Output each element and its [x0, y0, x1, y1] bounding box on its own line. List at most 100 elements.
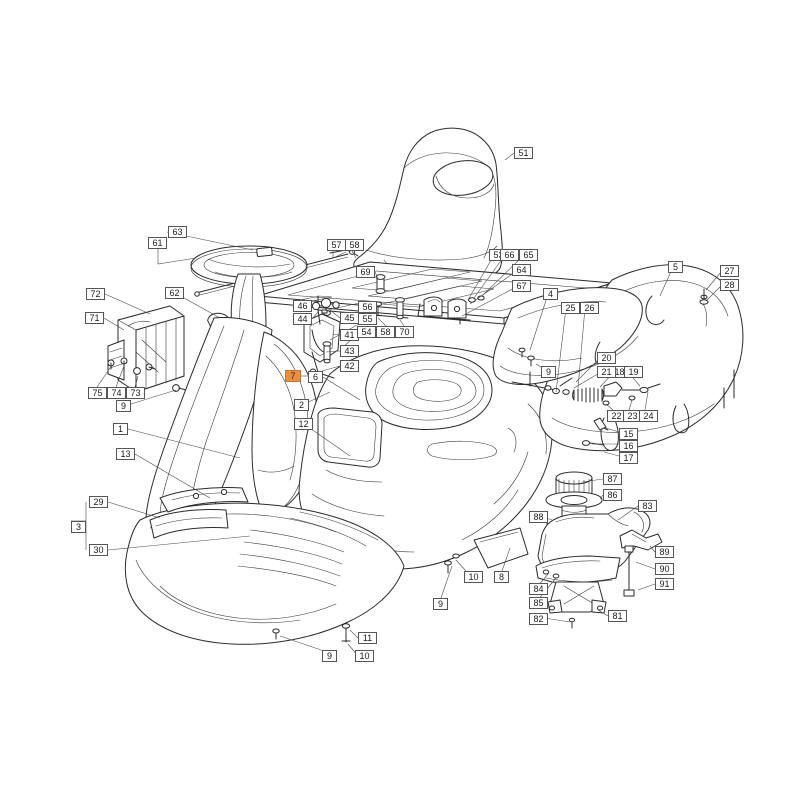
callout-17[interactable]: 17	[619, 452, 638, 464]
callout-10[interactable]: 10	[355, 650, 374, 662]
callout-12[interactable]: 12	[294, 418, 313, 430]
callout-6[interactable]: 6	[308, 371, 323, 383]
callout-62[interactable]: 62	[165, 287, 184, 299]
callout-label: 89	[659, 546, 670, 557]
callout-9[interactable]: 9	[322, 650, 337, 662]
callout-28[interactable]: 28	[720, 279, 739, 291]
callout-label: 75	[92, 387, 103, 398]
callout-9[interactable]: 9	[433, 598, 448, 610]
callout-1[interactable]: 1	[113, 423, 128, 435]
callout-81[interactable]: 81	[608, 610, 627, 622]
callout-label: 81	[612, 610, 623, 621]
callout-label: 15	[623, 428, 634, 439]
callout-61[interactable]: 61	[148, 237, 167, 249]
callout-2[interactable]: 2	[294, 399, 309, 411]
callout-58[interactable]: 58	[376, 326, 395, 338]
callout-46[interactable]: 46	[293, 300, 312, 312]
callout-25[interactable]: 25	[561, 302, 580, 314]
access-door-12	[317, 407, 383, 468]
callout-label: 29	[93, 496, 104, 507]
seat-part-51	[353, 127, 503, 286]
callout-44[interactable]: 44	[293, 313, 312, 325]
callout-5[interactable]: 5	[668, 261, 683, 273]
callout-label: 25	[565, 302, 576, 313]
callout-66[interactable]: 66	[500, 249, 519, 261]
callout-83[interactable]: 83	[638, 500, 657, 512]
callout-label: 53	[493, 249, 504, 260]
callout-69[interactable]: 69	[356, 266, 375, 278]
callout-58[interactable]: 58	[345, 239, 364, 251]
callout-84[interactable]: 84	[529, 583, 548, 595]
callout-11[interactable]: 11	[358, 632, 377, 644]
callout-label: 19	[628, 366, 639, 377]
callout-24[interactable]: 24	[639, 410, 658, 422]
callout-55[interactable]: 55	[358, 313, 377, 325]
callout-30[interactable]: 30	[89, 544, 108, 556]
callout-73[interactable]: 73	[126, 387, 145, 399]
callout-88[interactable]: 88	[529, 511, 548, 523]
callout-23[interactable]: 23	[623, 410, 642, 422]
callout-63[interactable]: 63	[168, 226, 187, 238]
callout-65[interactable]: 65	[519, 249, 538, 261]
callout-64[interactable]: 64	[512, 264, 531, 276]
callout-56[interactable]: 56	[358, 301, 377, 313]
callout-10[interactable]: 10	[464, 571, 483, 583]
callout-label: 66	[504, 249, 515, 260]
fuel-tank-assembly	[535, 471, 663, 629]
callout-51[interactable]: 51	[514, 147, 533, 159]
callout-label: 84	[533, 583, 544, 594]
callout-13[interactable]: 13	[116, 448, 135, 460]
callout-90[interactable]: 90	[655, 563, 674, 575]
callout-75[interactable]: 75	[88, 387, 107, 399]
callout-label: 73	[130, 387, 141, 398]
callout-label: 61	[152, 237, 163, 248]
callout-label: 58	[349, 239, 360, 250]
callout-72[interactable]: 72	[86, 288, 105, 300]
callout-85[interactable]: 85	[529, 597, 548, 609]
callout-91[interactable]: 91	[655, 578, 674, 590]
bolt-70	[395, 297, 405, 320]
callout-label: 10	[359, 650, 370, 661]
callout-label: 26	[584, 302, 595, 313]
callout-label: 82	[533, 613, 544, 624]
callout-45[interactable]: 45	[340, 312, 359, 324]
callout-42[interactable]: 42	[340, 360, 359, 372]
callout-label: 70	[399, 326, 410, 337]
callout-16[interactable]: 16	[619, 440, 638, 452]
callout-label: 9	[120, 400, 126, 411]
callout-26[interactable]: 26	[580, 302, 599, 314]
callout-3[interactable]: 3	[71, 521, 86, 533]
callout-9[interactable]: 9	[541, 366, 556, 378]
callout-15[interactable]: 15	[619, 428, 638, 440]
callout-19[interactable]: 19	[624, 366, 643, 378]
callout-8[interactable]: 8	[494, 571, 509, 583]
callout-57[interactable]: 57	[327, 239, 346, 251]
callout-label: 90	[659, 563, 670, 574]
callout-label: 44	[297, 313, 308, 324]
callout-label: 9	[545, 366, 551, 377]
callout-89[interactable]: 89	[655, 546, 674, 558]
callout-20[interactable]: 20	[597, 352, 616, 364]
callout-label: 88	[533, 511, 544, 522]
callout-label: 65	[523, 249, 534, 260]
callout-7[interactable]: 7	[285, 370, 301, 382]
callout-label: 83	[642, 500, 653, 511]
callout-27[interactable]: 27	[720, 265, 739, 277]
callout-71[interactable]: 71	[85, 312, 104, 324]
callout-label: 54	[361, 326, 372, 337]
callout-label: 28	[724, 279, 735, 290]
callout-86[interactable]: 86	[603, 489, 622, 501]
callout-9[interactable]: 9	[116, 400, 131, 412]
callout-label: 43	[344, 345, 355, 356]
callout-74[interactable]: 74	[107, 387, 126, 399]
callout-70[interactable]: 70	[395, 326, 414, 338]
callout-87[interactable]: 87	[603, 473, 622, 485]
callout-54[interactable]: 54	[357, 326, 376, 338]
callout-4[interactable]: 4	[543, 288, 558, 300]
callout-43[interactable]: 43	[340, 345, 359, 357]
callout-label: 5	[672, 261, 678, 272]
callout-29[interactable]: 29	[89, 496, 108, 508]
callout-21[interactable]: 21	[597, 366, 616, 378]
callout-82[interactable]: 82	[529, 613, 548, 625]
callout-67[interactable]: 67	[512, 280, 531, 292]
